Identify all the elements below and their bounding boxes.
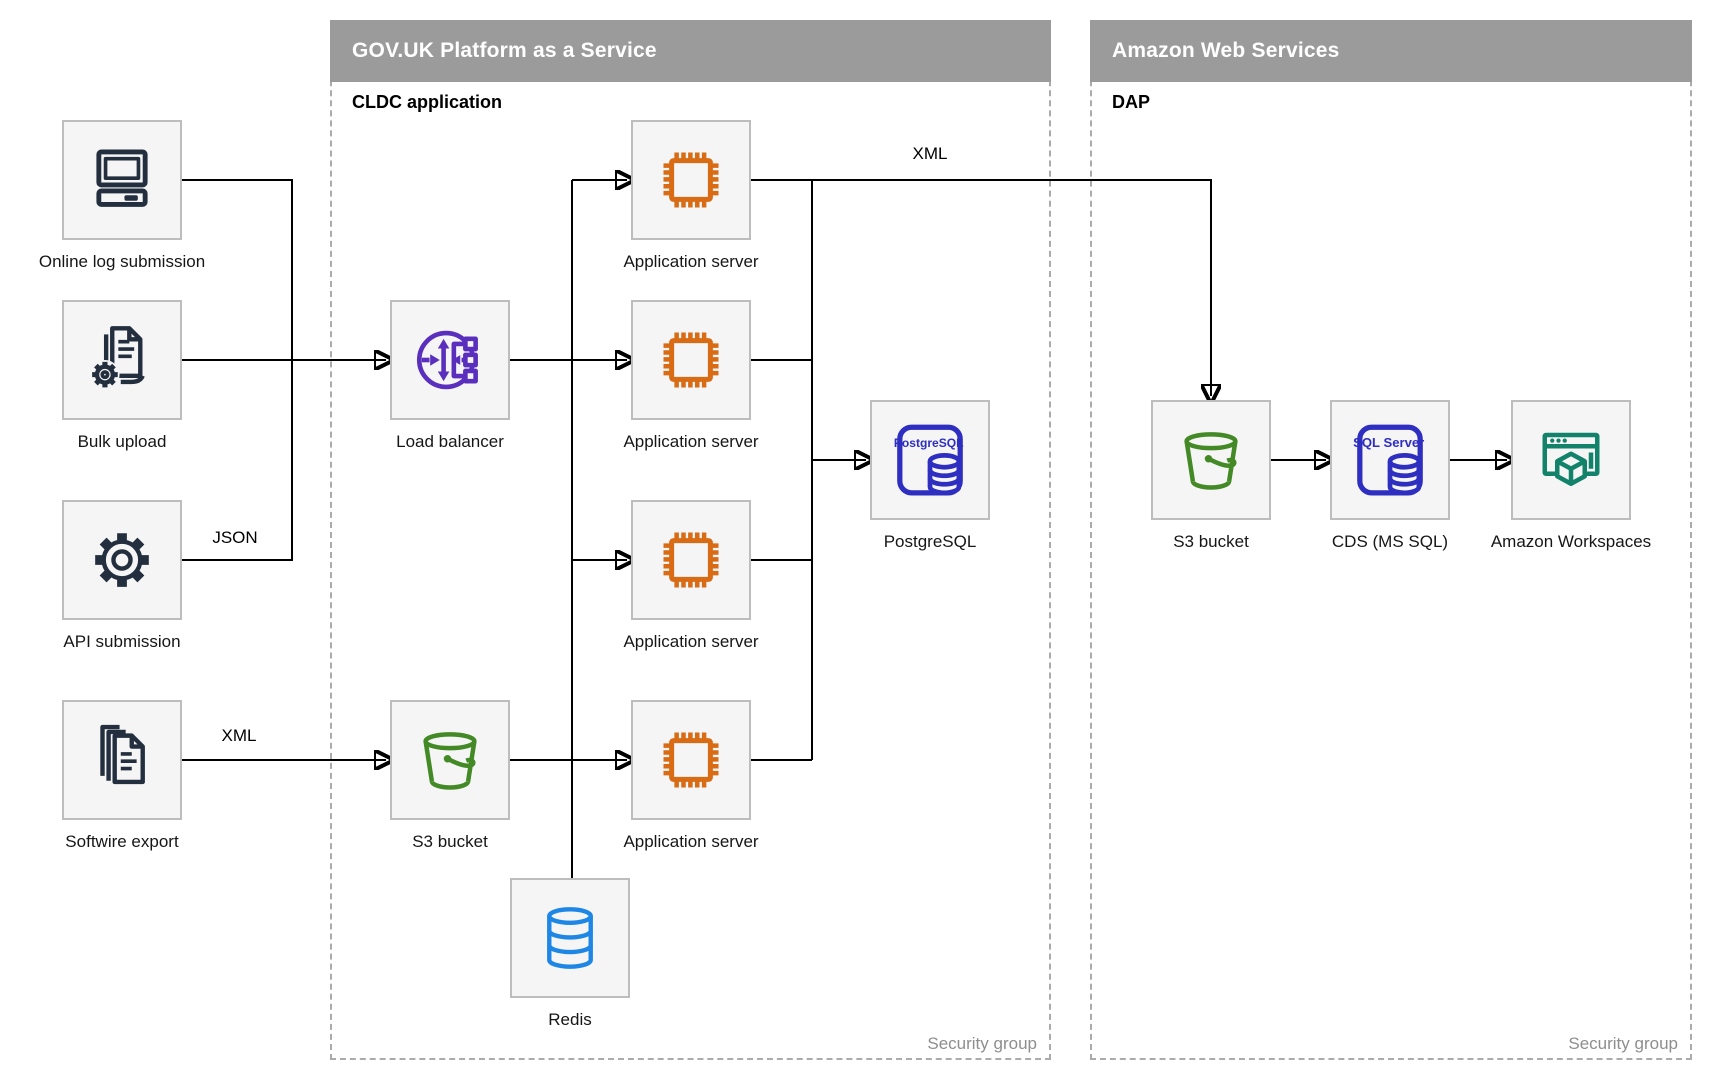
edge-label-xml-softwire: XML — [221, 726, 257, 745]
node-label-bulk-upload: Bulk upload — [77, 432, 167, 451]
paas-security-group-label: Security group — [927, 1034, 1037, 1053]
node-s3-bucket-aws — [1151, 400, 1271, 520]
node-app-server-1 — [631, 120, 751, 240]
edge-online-log-api-merge — [182, 179, 293, 561]
edge-label-xml-app: XML — [912, 144, 948, 163]
node-label-api-submission: API submission — [63, 632, 181, 651]
node-bulk-upload — [62, 300, 182, 420]
node-cds-ms-sql: SQL Server — [1330, 400, 1450, 520]
chip-icon — [663, 152, 719, 208]
database-icon — [547, 907, 593, 969]
node-load-balancer — [390, 300, 510, 420]
node-redis — [510, 878, 630, 998]
aws-container: Amazon Web Services DAP Security group — [1090, 20, 1692, 1060]
sql-server-icon: SQL Server — [1353, 424, 1424, 496]
node-label-cds: CDS (MS SQL) — [1331, 532, 1449, 551]
node-api-submission — [62, 500, 182, 620]
chip-icon — [663, 732, 719, 788]
gear-icon — [95, 533, 149, 587]
node-label-softwire-export: Softwire export — [65, 832, 179, 851]
chip-icon — [663, 532, 719, 588]
bucket-icon — [1184, 432, 1238, 490]
aws-subtitle: DAP — [1112, 92, 1151, 112]
node-amazon-workspaces — [1511, 400, 1631, 520]
node-label-app-server-2: Application server — [623, 432, 759, 451]
workspaces-icon — [1542, 432, 1600, 486]
load-balancer-icon — [416, 330, 478, 390]
node-label-online-log: Online log submission — [38, 252, 206, 271]
node-label-s3-paas: S3 bucket — [412, 832, 488, 851]
aws-header: Amazon Web Services — [1090, 20, 1692, 82]
node-postgresql: PostgreSQL — [870, 400, 990, 520]
edge-label-json: JSON — [212, 528, 258, 547]
postgresql-icon-text: PostgreSQL — [894, 436, 964, 450]
document-gear-icon — [90, 326, 145, 390]
node-label-app-server-3: Application server — [623, 632, 759, 651]
bucket-icon — [423, 732, 477, 790]
paas-subtitle: CLDC application — [352, 92, 503, 112]
node-label-postgresql: PostgreSQL — [883, 532, 977, 551]
computer-icon — [96, 149, 148, 207]
paas-container: GOV.UK Platform as a Service CLDC applic… — [330, 20, 1051, 1060]
node-label-app-server-4: Application server — [623, 832, 759, 851]
node-label-redis: Redis — [548, 1010, 592, 1029]
node-label-workspaces: Amazon Workspaces — [1490, 532, 1652, 551]
chip-icon — [663, 332, 719, 388]
node-softwire-export — [62, 700, 182, 820]
documents-icon — [100, 724, 145, 785]
node-s3-bucket-paas — [390, 700, 510, 820]
paas-header: GOV.UK Platform as a Service — [330, 20, 1051, 82]
node-label-app-server-1: Application server — [623, 252, 759, 271]
node-label-load-balancer: Load balancer — [396, 432, 504, 451]
node-app-server-4 — [631, 700, 751, 820]
node-online-log-submission — [62, 120, 182, 240]
postgresql-icon: PostgreSQL — [894, 424, 964, 496]
sql-server-icon-text: SQL Server — [1353, 435, 1424, 450]
node-app-server-3 — [631, 500, 751, 620]
node-app-server-2 — [631, 300, 751, 420]
node-label-s3-aws: S3 bucket — [1173, 532, 1249, 551]
aws-security-group-label: Security group — [1568, 1034, 1678, 1053]
